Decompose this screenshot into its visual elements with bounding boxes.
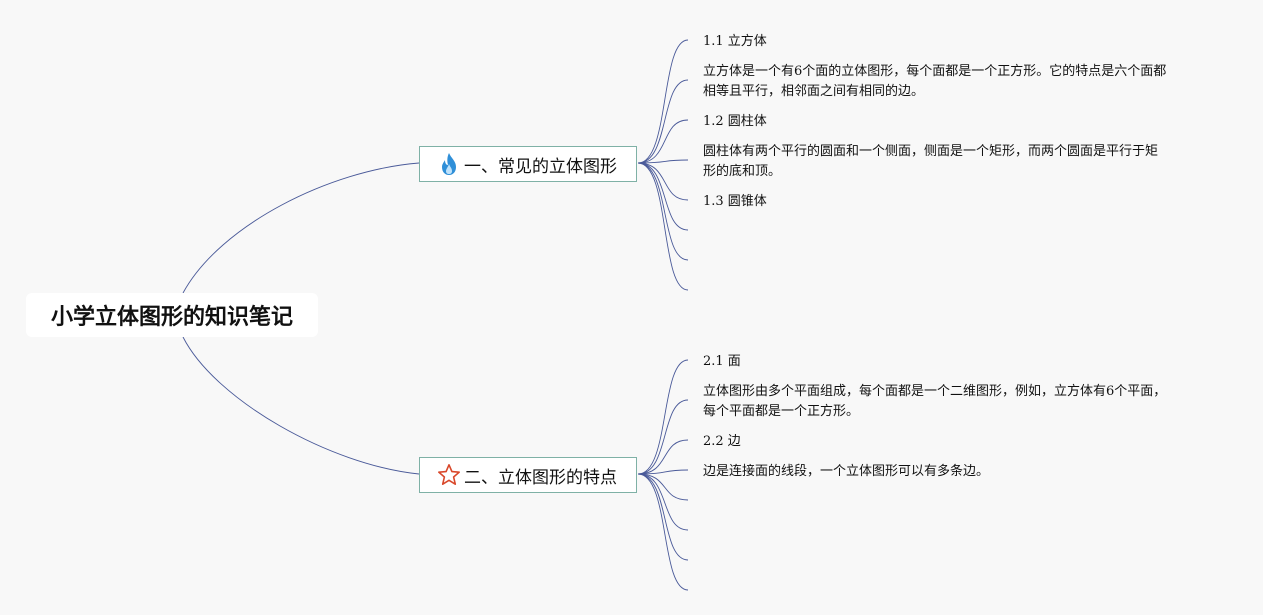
connector-root-branch-2 [182,336,420,475]
connector-leaf [637,162,689,291]
branch-label: 一、常见的立体图形 [464,156,617,177]
branch-topic-common-solids[interactable]: 一、常见的立体图形 [419,146,637,182]
connector-leaf [637,473,689,591]
leaf-topic[interactable]: 2.1 面 [703,354,741,369]
connector-leaf [637,473,689,561]
branch-label: 二、立体图形的特点 [464,467,617,488]
root-topic-label: 小学立体图形的知识笔记 [50,305,293,330]
connector-leaf [637,159,689,164]
connector-leaf [637,162,689,261]
connector-leaf [637,79,689,164]
root-topic[interactable]: 小学立体图形的知识笔记 [26,293,318,337]
leaf-topic[interactable]: 1.2 圆柱体 [703,114,767,129]
leaf-topic[interactable]: 1.1 立方体 [703,34,767,49]
connector-leaf [637,469,689,475]
connector-leaf [637,473,689,531]
connector-leaf [637,119,689,164]
leaf-topic[interactable]: 立体图形由多个平面组成，每个面都是一个二维图形，例如，立方体有6个平面， 每个平… [703,384,1167,419]
branch-topic-solid-features[interactable]: 二、立体图形的特点 [419,457,637,493]
connector-root-branch-1 [182,162,420,294]
leaf-topic[interactable]: 边是连接面的线段，一个立体图形可以有多条边。 [703,464,990,479]
leaf-topic[interactable]: 2.2 边 [703,434,741,449]
connector-leaf [637,162,689,231]
leaf-topic[interactable]: 圆柱体有两个平行的圆面和一个侧面，侧面是一个矩形，而两个圆面是平行于矩 形的底和… [703,144,1159,179]
connector-leaf [637,162,689,201]
leaf-topic[interactable]: 立方体是一个有6个面的立体图形，每个面都是一个正方形。它的特点是六个面都 相等且… [703,64,1167,99]
flame-icon [436,151,462,177]
leaf-topic[interactable]: 1.3 圆锥体 [703,194,767,209]
connector-leaf [637,39,689,164]
connector-leaf [637,439,689,475]
connector-leaf [637,359,689,475]
connector-leaf [637,473,689,501]
star-icon [436,462,462,488]
connector-leaf [637,399,689,475]
